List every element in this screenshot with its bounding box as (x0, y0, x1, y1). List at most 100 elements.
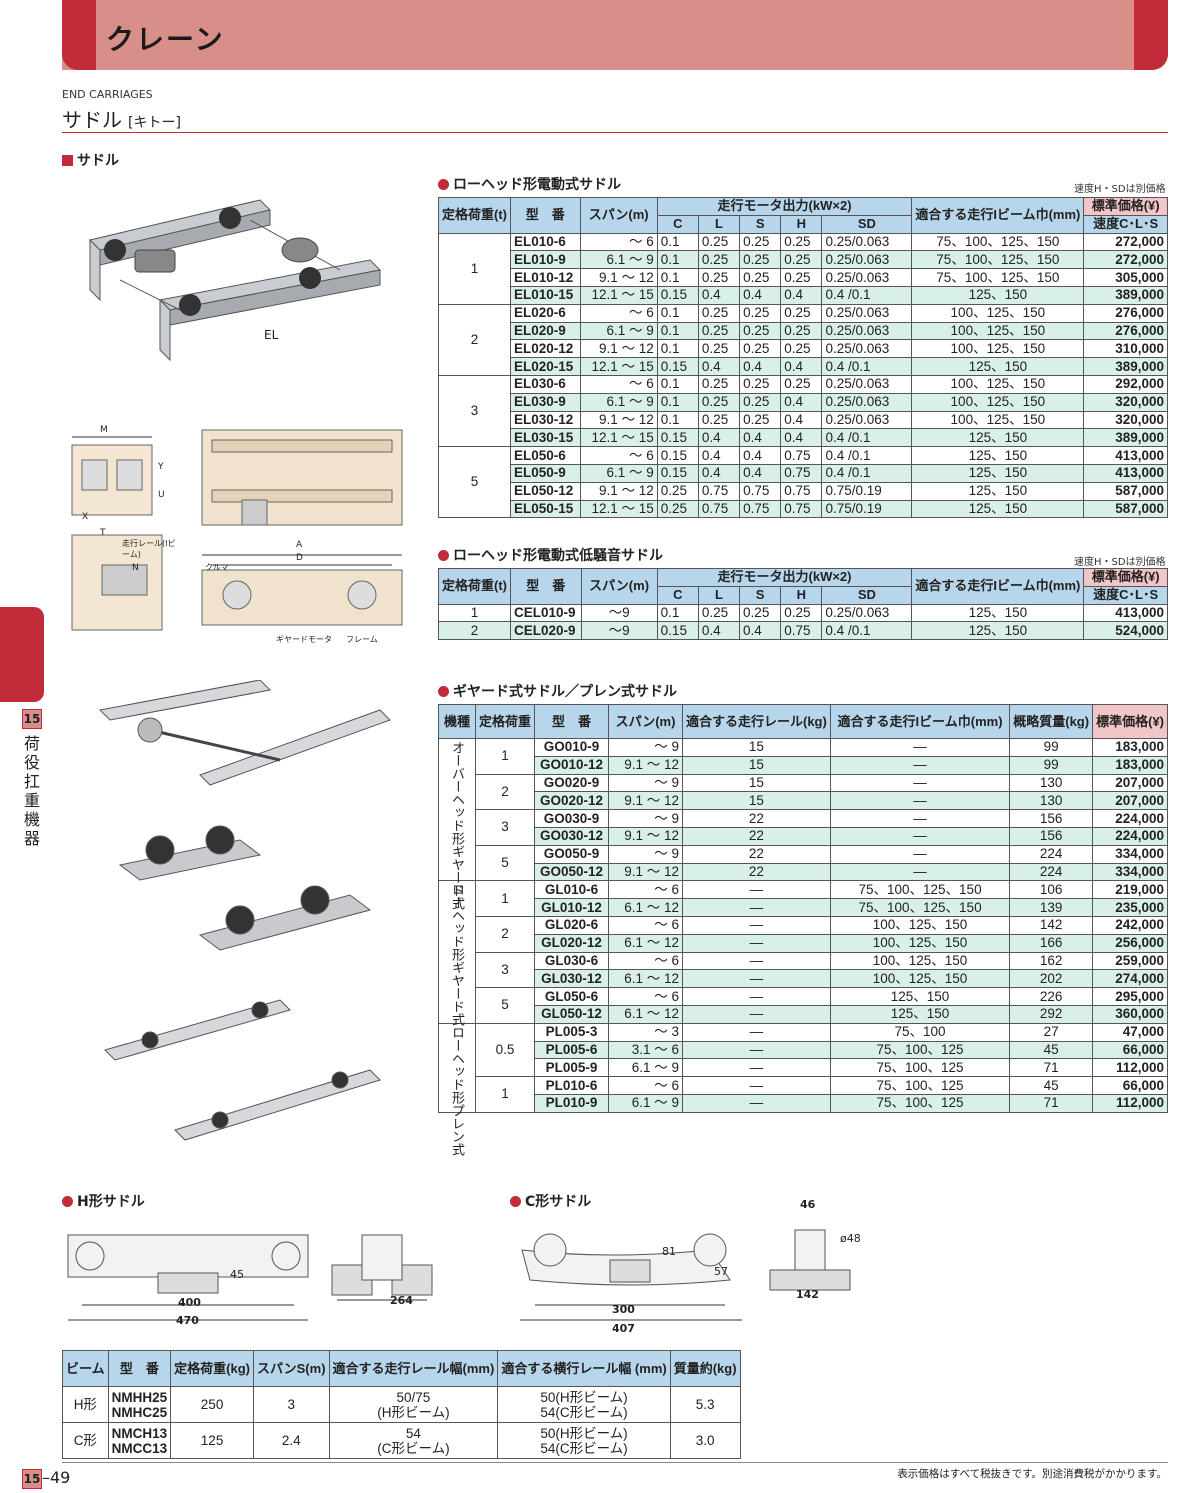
t2-title: ローヘッド形電動式低騒音サドル (438, 545, 663, 565)
c-saddle-title: C形サドル (510, 1191, 591, 1211)
t4-cell: 125 (170, 1422, 254, 1459)
t3-cell: 45 (1009, 1076, 1094, 1095)
t3-cell: 71 (1009, 1093, 1094, 1113)
t1-cell: 100、125、150 (911, 339, 1085, 359)
t4-cell: 54(C形ビーム) (328, 1422, 499, 1459)
t1-h-model: 型 番 (510, 197, 581, 234)
t1-cell: 0.25 (739, 410, 782, 430)
t1-cell: 0.15 (656, 428, 699, 448)
t3-cell: 75、100、125、150 (829, 880, 1011, 900)
t4-text: NMHC25 (111, 1404, 168, 1420)
t4-text: 54(C形ビーム) (540, 1440, 628, 1456)
t1-cell: 0.4 /0.1 (821, 463, 913, 483)
t3-cell: 75、100、125 (829, 1093, 1011, 1113)
t1-cell: 0.75 (780, 481, 823, 501)
t1-cell: 100、125、150 (911, 374, 1085, 394)
t3-cell: 125、150 (829, 1004, 1011, 1024)
t1-cell: EL020-15 (510, 357, 581, 376)
t1-cell: 0.25/0.063 (821, 410, 913, 430)
t3-cell: — (682, 915, 831, 935)
t3-cell: 6.1 ～ 12 (608, 1004, 683, 1024)
dim-kuruma: クルマ (205, 563, 229, 572)
t3-cell: — (829, 826, 1011, 846)
t2-cell: 0.75 (780, 621, 823, 641)
t1-cell: EL050-6 (510, 446, 581, 465)
t1-cell: 0.4 (739, 357, 782, 376)
t2-h-price: 標準価格(¥) (1083, 568, 1168, 587)
t3-cell: GL050-6 (534, 987, 609, 1006)
t2-cell: 0.4 /0.1 (821, 621, 913, 641)
t4-text: NMHH25 (111, 1389, 168, 1405)
t4-cell: 3 (252, 1386, 330, 1423)
c-saddle-drawing (520, 1229, 851, 1321)
t1-cell: 413,000 (1083, 446, 1168, 465)
t3-h-model: 型 番 (534, 704, 609, 739)
t2-h-speed: 速度C･L･S (1083, 585, 1168, 605)
t1-cell: 0.25 (780, 374, 823, 394)
t1-cell: 0.75 (739, 481, 782, 501)
t1-cell: 0.4 (739, 463, 782, 483)
t3-cell: 142 (1009, 915, 1094, 935)
t1-cell: 0.25 (739, 321, 782, 341)
t1-cell: 272,000 (1083, 232, 1168, 252)
t1-cell: 0.25 (739, 232, 782, 252)
t3-cell: — (829, 809, 1011, 828)
t2-h-l: L (697, 585, 741, 605)
t1-cell: 0.75 (697, 499, 741, 519)
t2-h-cap: 定格荷重(t) (438, 568, 511, 605)
t1-cell: EL030-9 (510, 392, 581, 412)
t3-cell: 106 (1009, 880, 1094, 900)
t3-h-rail: 適合する走行レール(kg) (682, 704, 831, 739)
t1-cell: 0.25 (739, 374, 782, 394)
t2-cell: CEL010-9 (510, 603, 582, 623)
t1-cell: 0.25 (739, 303, 782, 323)
t1-cell: 125、150 (911, 481, 1085, 501)
t3-cell: 6.1 ～ 12 (608, 933, 683, 953)
dim-t: T (100, 528, 106, 538)
h-dim-400: 400 (178, 1296, 201, 1309)
t2-cell: 0.4 (697, 621, 741, 641)
t1-cell: 6.1 ～ 9 (579, 250, 658, 270)
t3-cell: GL030-12 (534, 969, 609, 989)
t3-cell: 202 (1009, 969, 1094, 989)
t1-cell: 310,000 (1083, 339, 1168, 359)
t1-cell: 100、125、150 (911, 392, 1085, 412)
t1-cell: 0.4 (739, 285, 782, 305)
t3-cell: ～ 6 (608, 951, 683, 971)
t1-cell: 0.25/0.063 (821, 392, 913, 412)
side-chapter-num: 15 (22, 709, 42, 729)
t2-cell: CEL020-9 (510, 621, 582, 641)
t3-cell: 259,000 (1092, 951, 1168, 971)
t4-text: 5.3 (695, 1397, 715, 1412)
t1-cell: 0.15 (656, 463, 699, 483)
t3-cell: ～ 9 (608, 738, 683, 757)
t1-title: ローヘッド形電動式サドル (438, 174, 621, 194)
t3-cell: 6.1 ～ 9 (608, 1093, 683, 1113)
t1-cell: 0.15 (656, 446, 699, 465)
t1-cell: 0.75 (780, 446, 823, 465)
header-accent (62, 0, 96, 70)
t1-cell: 9.1 ～ 12 (579, 268, 658, 287)
t3-cell: 100、125、150 (829, 933, 1011, 953)
t3-cell: — (829, 862, 1011, 882)
t3-cell: GL020-12 (534, 933, 609, 953)
t2-cell: 0.1 (656, 603, 699, 623)
t3-cell: 22 (682, 826, 831, 846)
t3-cell: 6.1 ～ 12 (608, 969, 683, 989)
t3-cell: 166 (1009, 933, 1094, 953)
t1-cell: 12.1 ～ 15 (579, 285, 658, 305)
t3-cell: 15 (682, 738, 831, 757)
t3-cell: 22 (682, 862, 831, 882)
t3-cell: 15 (682, 791, 831, 811)
t1-cell: 587,000 (1083, 499, 1168, 519)
t1-cell: 0.15 (656, 357, 699, 376)
t3-cell: 162 (1009, 951, 1094, 971)
t3-cell: — (682, 1076, 831, 1095)
t1-cell: 6.1 ～ 9 (579, 392, 658, 412)
